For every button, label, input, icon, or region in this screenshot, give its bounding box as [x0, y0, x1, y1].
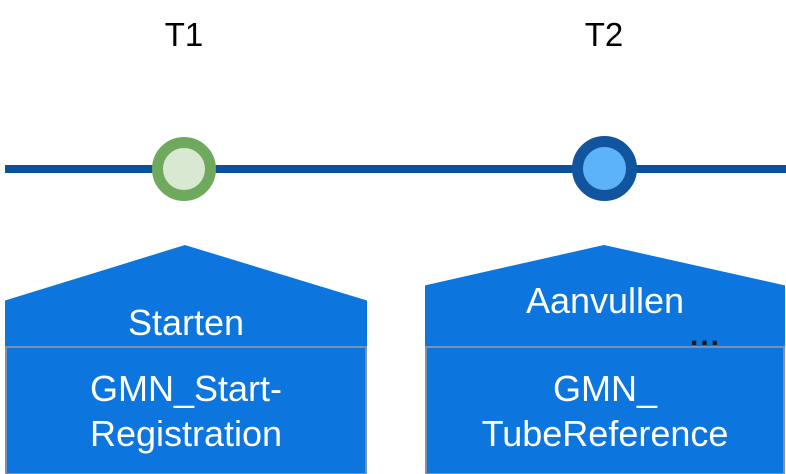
event-registration-label-supplement: GMN_ TubeReference — [481, 367, 729, 454]
milestone-marker-t2[interactable] — [572, 136, 637, 201]
timeline-axis — [5, 165, 786, 173]
ellipsis-icon: ... — [689, 319, 721, 352]
event-group-start: Starten GMN_Start-Registration — [5, 245, 367, 474]
time-label-t1: T1 — [164, 16, 204, 53]
milestone-marker-t1[interactable] — [152, 137, 216, 201]
event-registration-box-supplement[interactable]: GMN_ TubeReference — [425, 346, 785, 474]
event-registration-label-start: GMN_Start-Registration — [89, 367, 283, 454]
event-registration-box-start[interactable]: GMN_Start-Registration — [5, 346, 367, 474]
event-action-pentagon-supplement[interactable]: Aanvullen ... — [425, 245, 785, 346]
event-action-label-start: Starten — [127, 302, 245, 343]
event-action-label-supplement: Aanvullen — [525, 280, 685, 321]
time-label-t2: T2 — [584, 16, 624, 53]
event-group-supplement: Aanvullen ... GMN_ TubeReference — [425, 245, 785, 474]
event-action-pentagon-start[interactable]: Starten — [5, 245, 367, 346]
